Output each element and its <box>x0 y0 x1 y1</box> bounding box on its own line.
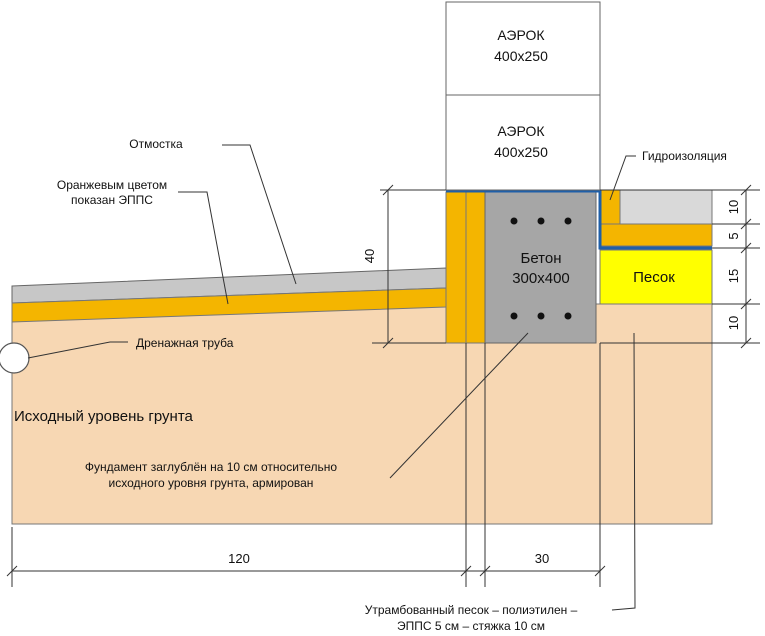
dim-right-tick <box>740 298 752 310</box>
dim-layer-bottom-label: 10 <box>726 316 741 330</box>
aerok-lower-name: АЭРОК <box>497 123 545 139</box>
rebar-dot <box>537 312 545 320</box>
screed-layer <box>619 189 713 225</box>
dim-layer-sand-label: 15 <box>726 269 741 283</box>
dim-width-left-label: 120 <box>228 551 250 566</box>
callout-epps <box>178 191 229 305</box>
dim-tick <box>479 565 491 577</box>
label-ground: Исходный уровень грунта <box>14 408 194 425</box>
dim-right-tick <box>740 218 752 230</box>
label-waterproof: Гидроизоляция <box>642 149 727 163</box>
rebar-dot <box>564 312 572 320</box>
dim-tick <box>6 565 18 577</box>
label-epps-line1: Оранжевым цветом <box>57 178 167 192</box>
rebar-dot <box>564 217 572 225</box>
callout-lines <box>27 144 636 611</box>
epps-right-layer <box>599 223 713 247</box>
dimension-lines <box>6 184 760 587</box>
aerok-upper-size: 400x250 <box>494 48 548 64</box>
callout-layers <box>611 332 636 611</box>
label-foundation-line2: исходного уровня грунта, армирован <box>109 476 314 490</box>
dim-depth-label: 40 <box>362 249 377 263</box>
dim-width-right-label: 30 <box>535 551 549 566</box>
dim-tick <box>594 565 606 577</box>
epps-foundation-inner <box>465 191 486 344</box>
label-layers-line1: Утрамбованный песок – полиэтилен – <box>365 603 578 617</box>
dim-layer-mid-label: 5 <box>726 232 741 239</box>
rebar-dot <box>537 217 545 225</box>
dim-layer-top-label: 10 <box>726 200 741 214</box>
callout-waterproof <box>609 155 636 201</box>
label-drain: Дренажная труба <box>136 336 234 350</box>
callout-foundation <box>389 332 529 479</box>
dim-tick <box>460 565 472 577</box>
label-foundation-line1: Фундамент заглублён на 10 см относительн… <box>85 460 338 474</box>
label-epps-line2: показан ЭППС <box>71 193 153 207</box>
sand-layer <box>599 249 713 305</box>
rebar-dot <box>510 217 518 225</box>
rebar-dot <box>510 312 518 320</box>
dim-right-tick <box>740 337 752 349</box>
label-otmostka: Отмостка <box>129 137 183 151</box>
epps-foundation-outer <box>445 191 467 344</box>
drain-pipe <box>0 342 30 374</box>
concrete-beam <box>484 191 597 344</box>
epps-right-vertical <box>599 189 621 225</box>
dim-right-tick <box>740 184 752 196</box>
callout-drain <box>27 341 128 359</box>
rebar-dots <box>510 217 572 320</box>
label-layers-line2: ЭППС 5 см – стяжка 10 см <box>397 619 545 633</box>
dim-depth-tick <box>382 184 394 196</box>
beam-name: Бетон <box>520 250 561 267</box>
aerok-lower-size: 400x250 <box>494 144 548 160</box>
beam-size: 300x400 <box>512 270 570 287</box>
callout-otmostka <box>222 144 297 285</box>
sand-label: Песок <box>633 269 675 286</box>
dim-right-tick <box>740 242 752 254</box>
dim-depth-tick <box>382 337 394 349</box>
aerok-upper-name: АЭРОК <box>497 27 545 43</box>
aerok-block-lower <box>445 94 601 191</box>
